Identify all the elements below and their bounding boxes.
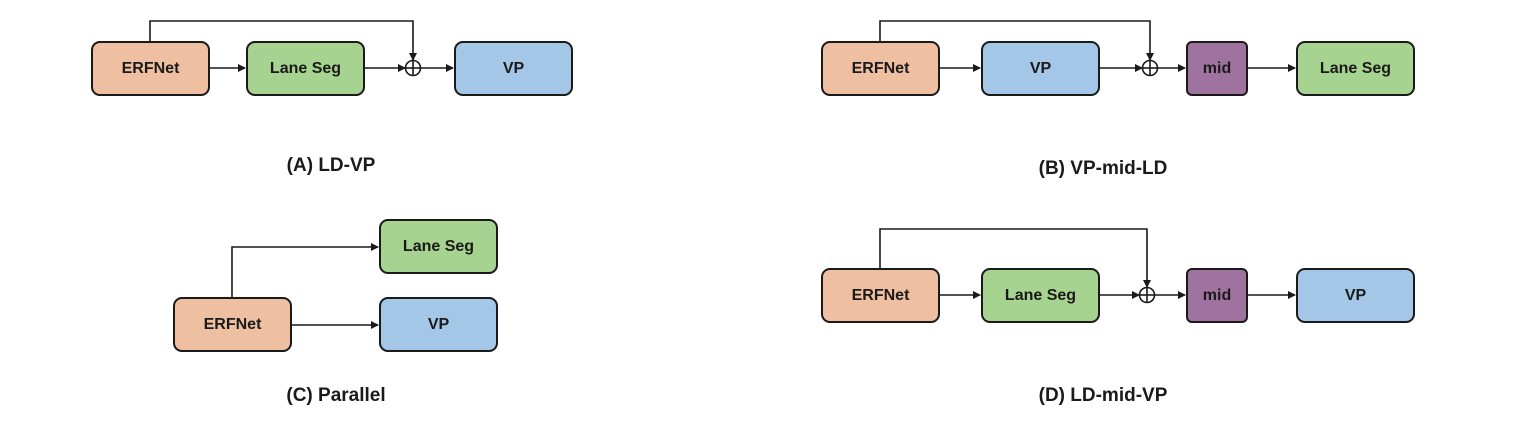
panel-b-connectors	[879, 20, 1296, 77]
erfnet-block: ERFNet	[821, 41, 940, 96]
panel-a-connectors	[149, 20, 454, 77]
panel-c-connectors	[231, 243, 379, 329]
lane-seg-block: Lane Seg	[981, 268, 1100, 323]
arrow-erfnet-to-laneseg	[231, 243, 379, 297]
mid-block: mid	[1186, 268, 1248, 323]
mid-block: mid	[1186, 41, 1248, 96]
skip-connection	[879, 20, 1154, 61]
lane-seg-block: Lane Seg	[1296, 41, 1415, 96]
skip-connection	[879, 228, 1151, 288]
vp-block: VP	[1296, 268, 1415, 323]
panel-d-connectors	[879, 228, 1296, 304]
panel-a-caption: (A) LD-VP	[286, 155, 376, 176]
erfnet-block: ERFNet	[173, 297, 292, 352]
vp-block: VP	[454, 41, 573, 96]
panel-b-caption: (B) VP-mid-LD	[1038, 158, 1168, 179]
lane-seg-block: Lane Seg	[246, 41, 365, 96]
erfnet-block: ERFNet	[821, 268, 940, 323]
panel-c-caption: (C) Parallel	[286, 385, 386, 406]
vp-block: VP	[981, 41, 1100, 96]
panel-d-caption: (D) LD-mid-VP	[1038, 385, 1168, 406]
lane-seg-block: Lane Seg	[379, 219, 498, 274]
skip-connection	[149, 20, 417, 61]
erfnet-block: ERFNet	[91, 41, 210, 96]
vp-block: VP	[379, 297, 498, 352]
